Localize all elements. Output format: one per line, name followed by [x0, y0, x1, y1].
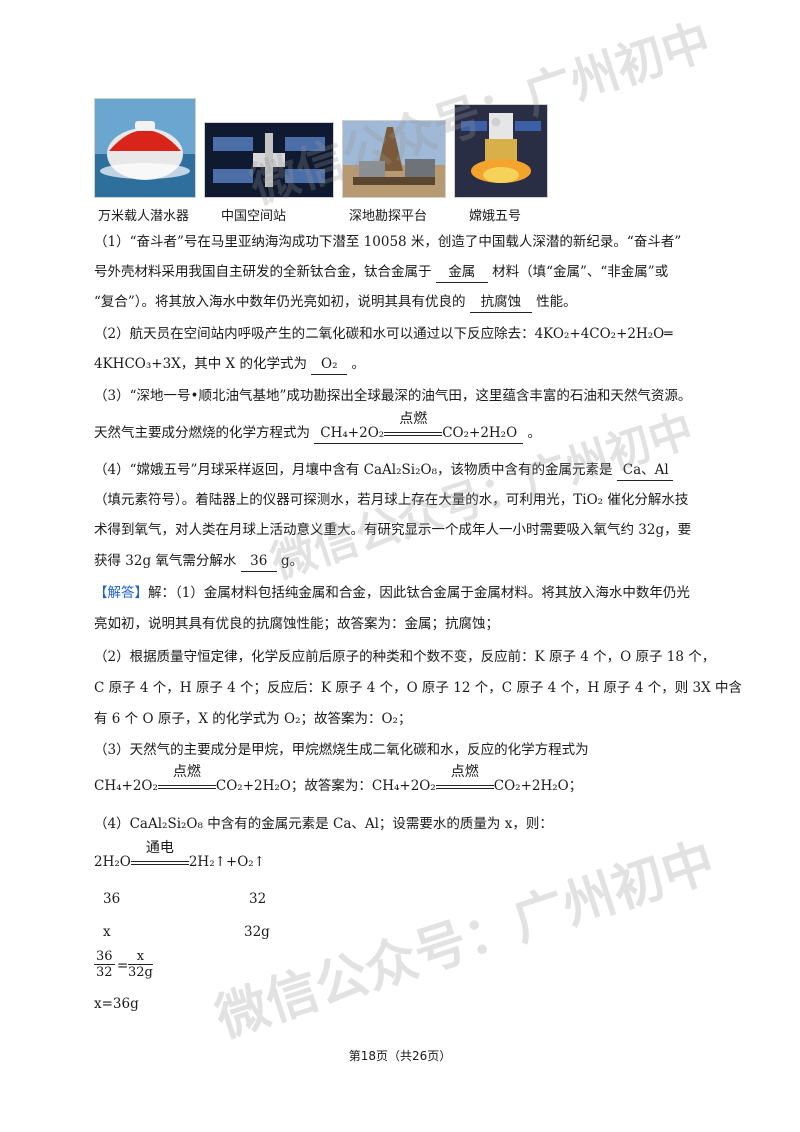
solution-line: 【解答】解：（1）金属材料包括纯金属和合金，因此钛合金属于金属材料。将其放入海水… — [94, 585, 690, 601]
image-caption: 嫦娥五号 — [469, 209, 522, 224]
image-caption: 深地勘探平台 — [349, 209, 428, 224]
molar-mass-value: 36 — [103, 891, 121, 907]
answer-blank: Ca、Al — [616, 460, 673, 481]
question-2-line: （2）航天员在空间站内呼吸产生的二氧化碳和水可以通过以下反应除去：4KO₂+4C… — [94, 326, 673, 342]
reaction-condition: 点燃 — [157, 764, 216, 790]
reaction-condition: 点燃 — [435, 764, 494, 790]
question-2-line: 4KHCO₃+3X，其中 X 的化学式为 O₂ 。 — [94, 354, 710, 375]
page-number: 第18页（共26页） — [348, 1049, 452, 1063]
unknown-value: 32g — [244, 924, 270, 940]
solution-line: （4）CaAl₂Si₂O₈ 中含有的金属元素是 Ca、Al；设需要水的质量为 x… — [94, 816, 553, 832]
answer-blank: 金属 — [435, 262, 488, 283]
answer-blank: 36 — [240, 551, 277, 572]
lunar-probe-photo — [454, 104, 548, 198]
solution-line: C 原子 4 个，H 原子 4 个；反应后：K 原子 4 个，O 原子 12 个… — [94, 680, 743, 696]
fraction-equals: = — [117, 958, 129, 974]
drilling-platform-photo — [342, 120, 446, 198]
space-station-photo — [204, 122, 334, 198]
image-caption: 中国空间站 — [221, 209, 287, 224]
reaction-condition: 点燃 — [384, 411, 443, 437]
result-line: x=36g — [94, 996, 139, 1012]
solution-line: （3）天然气的主要成分是甲烷，甲烷燃烧生成二氧化碳和水，反应的化学方程式为 — [94, 742, 589, 758]
question-1-line: 号外壳材料采用我国自主研发的全新钛合金，钛合金属于 金属 材料（填“金属”、“非… — [94, 262, 710, 283]
question-4-line: 获得 32g 氧气需分解水 36 g。 — [94, 551, 710, 572]
question-1-line: （1）“奋斗者”号在马里亚纳海沟成功下潜至 10058 米，创造了中国载人深潜的… — [94, 234, 682, 250]
fraction-right: x 32g — [128, 949, 153, 980]
answer-blank: 抗腐蚀 — [469, 292, 532, 313]
question-4-line: 术得到氧气，对人类在月球上活动意义重大。有研究显示一个成年人一小时需要吸入氧气约… — [94, 522, 692, 538]
question-3-line: （3）“深地一号•顺北油气基地”成功勘探出全球最深的油气田，这里蕴含丰富的石油和… — [94, 388, 692, 404]
reaction-condition: 通电 — [130, 840, 189, 866]
solution-tag: 【解答】 — [94, 585, 148, 601]
solution-line: （2）根据质量守恒定律，化学反应前后原子的种类和个数不变，反应前：K 原子 4 … — [94, 649, 716, 665]
image-caption: 万米载人潜水器 — [98, 209, 190, 224]
question-4-line: （填元素符号）。着陆器上的仪器可探测水，若月球上存在大量的水，可利用光，TiO₂… — [94, 492, 689, 508]
answer-blank: O₂ — [311, 354, 348, 375]
submersible-photo — [94, 98, 196, 198]
question-4-line: （4）“嫦娥五号”月球采样返回，月壤中含有 CaAl₂Si₂O₈，该物质中含有的… — [94, 460, 710, 481]
solution-line: 亮如初，说明其具有优良的抗腐蚀性能；故答案为：金属；抗腐蚀； — [94, 616, 499, 632]
fraction-left: 36 32 — [94, 949, 115, 980]
solution-line: 有 6 个 O 原子，X 的化学式为 O₂；故答案为：O₂； — [94, 711, 412, 727]
unknown-value: x — [103, 924, 111, 940]
question-1-line: “复合”）。将其放入海水中数年仍光亮如初，说明其具有优良的 抗腐蚀 性能。 — [94, 292, 710, 313]
molar-mass-value: 32 — [249, 891, 267, 907]
